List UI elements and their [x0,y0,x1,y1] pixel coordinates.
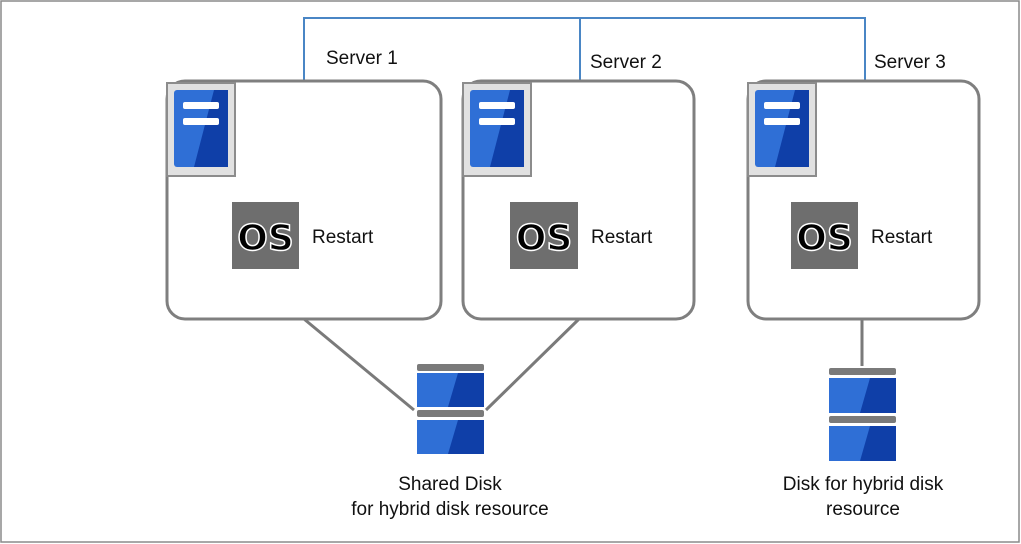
os-badge-icon: OS [232,202,299,269]
server-1-node: OS [165,79,443,321]
os-badge-text: OS [516,218,573,259]
shared-disk-icon [417,364,484,454]
os-badge-text: OS [796,218,853,259]
server-2-node: OS [461,79,696,321]
server-3-label: Server 3 [874,52,946,73]
server-1-restart-label: Restart [312,227,374,248]
server-icon [462,82,532,177]
server-2-restart-label: Restart [591,227,653,248]
server-2-label: Server 2 [590,52,662,73]
network-interconnect [303,17,866,81]
os-badge-text: OS [237,218,294,259]
local-disk-caption-line1: Disk for hybrid disk [782,474,944,495]
os-badge-icon: OS [791,202,858,269]
server-1-label: Server 1 [326,48,398,69]
server-3-restart-label: Restart [871,227,933,248]
shared-disk-caption-line2: for hybrid disk resource [351,499,549,520]
local-disk-icon [829,368,896,461]
os-badge-icon: OS [510,202,578,269]
server-3-node: OS [746,79,981,321]
shared-disk-caption-line1: Shared Disk [398,474,502,495]
local-disk-caption: Disk for hybrid disk resource [752,472,974,522]
shared-disk-caption: Shared Disk for hybrid disk resource [330,472,570,522]
server-icon [166,82,236,177]
disk-connections [303,317,864,412]
local-disk-caption-line2: resource [826,499,900,520]
server-icon [747,82,817,177]
